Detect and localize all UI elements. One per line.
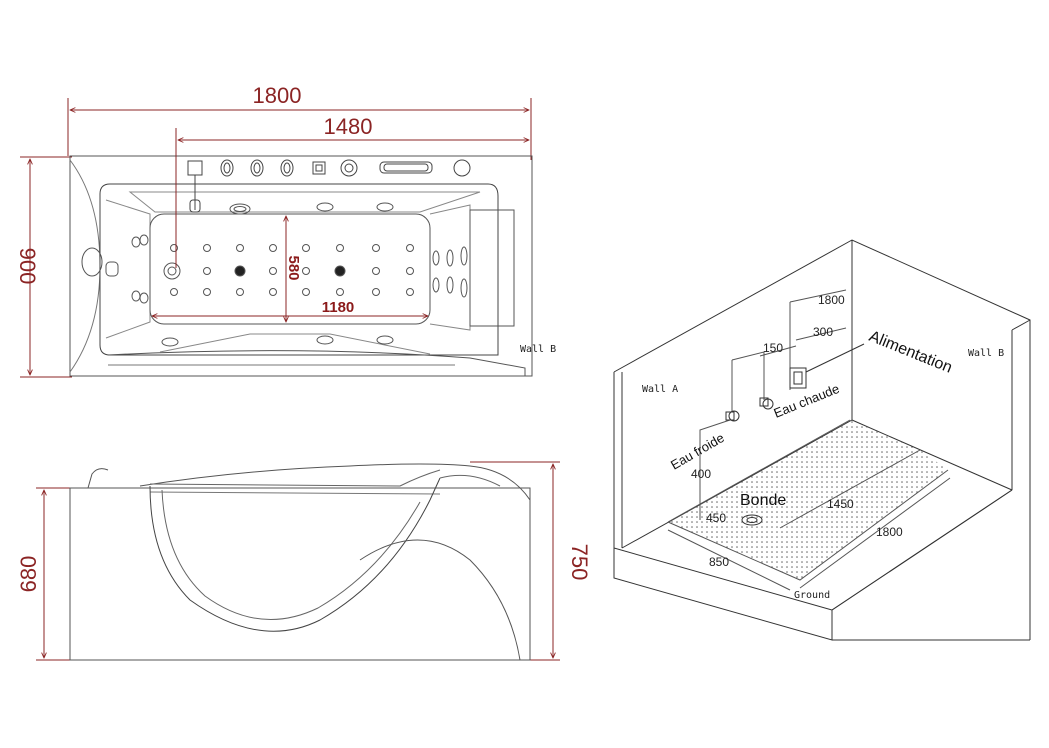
wall-b-label-top: Wall B <box>520 344 556 355</box>
dimension-label-1180: 1180 <box>322 299 355 316</box>
alimentation-label: Alimentation <box>867 328 955 377</box>
room-dim-150: 150 <box>763 341 783 355</box>
dimension-label-900: 900 <box>15 248 40 285</box>
side-view <box>36 461 560 661</box>
room-dim-850: 850 <box>709 555 729 569</box>
wall-a-label: Wall A <box>642 384 678 395</box>
dimension-label-1800: 1800 <box>253 83 302 108</box>
room-dim-400: 400 <box>691 467 711 481</box>
room-dim-1800-floor: 1800 <box>876 525 903 539</box>
ground-label: Ground <box>794 590 830 601</box>
drain <box>741 514 763 526</box>
dimension-580-1180 <box>152 140 428 322</box>
top-view <box>20 98 533 378</box>
dimension-label-580: 580 <box>285 255 302 280</box>
control-panel <box>187 159 471 213</box>
room-view <box>613 239 1031 641</box>
room-dim-300: 300 <box>813 325 833 339</box>
bonde-label: Bonde <box>740 492 786 509</box>
room-dim-450: 450 <box>706 511 726 525</box>
wall-b-label: Wall B <box>968 348 1004 359</box>
room-dim-1800-top: 1800 <box>818 293 845 307</box>
hot-water-valve <box>759 397 774 410</box>
rim-jets <box>131 202 468 347</box>
dimension-label-680: 680 <box>16 556 41 593</box>
dimension-680 <box>36 487 72 661</box>
cold-water-valve <box>725 410 740 422</box>
dimension-label-1480: 1480 <box>324 114 373 139</box>
dimension-750 <box>470 461 560 661</box>
room-dim-1450: 1450 <box>827 497 854 511</box>
basin-jets <box>163 244 414 296</box>
dimension-label-750: 750 <box>567 544 592 581</box>
dimension-900 <box>20 156 72 378</box>
